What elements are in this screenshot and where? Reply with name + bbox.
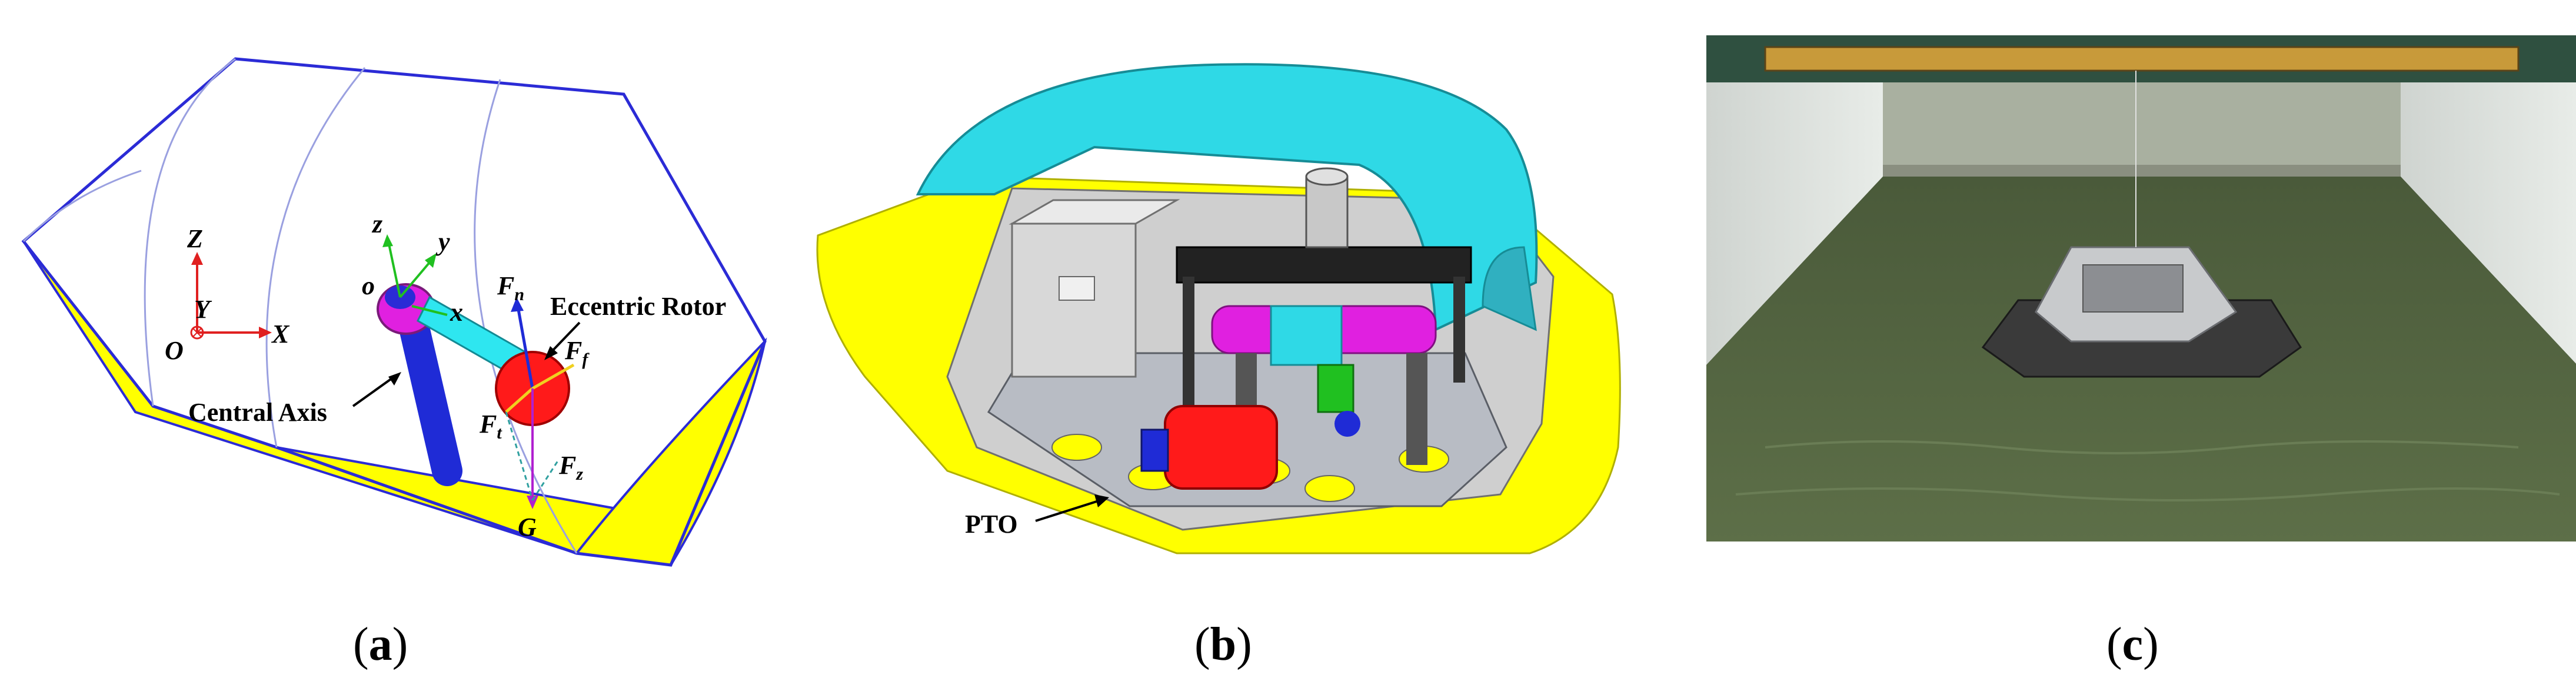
water-ripple-1	[1765, 440, 2519, 454]
overhead-bridge	[1764, 46, 2520, 72]
label-G: G	[518, 513, 537, 541]
callout-eccentric-rotor	[549, 321, 581, 354]
hull-arc-2	[265, 67, 366, 448]
canopy-window	[1482, 246, 1537, 331]
label-global-Z: Z	[187, 224, 203, 253]
callout-central-axis-head	[388, 372, 401, 386]
global-z-arrowhead	[191, 252, 203, 265]
local-y-axis	[399, 258, 434, 298]
plate-hole-4	[1304, 475, 1355, 502]
panel-a-drawing: Z Y O X z y o x Fn Ff Ft Fz	[21, 57, 767, 567]
label-central-axis: Central Axis	[188, 398, 327, 427]
label-Ff: Ff	[564, 336, 590, 369]
canopy	[916, 63, 1538, 332]
red-motor	[1164, 405, 1278, 490]
force-g-arrowhead	[527, 496, 538, 509]
label-local-y: y	[435, 227, 450, 256]
local-z-arrowhead	[382, 234, 393, 247]
motor-mount	[1140, 428, 1169, 472]
callout-central-axis	[352, 376, 395, 407]
force-ft-arrow	[505, 387, 534, 413]
central-axis-rod	[397, 303, 462, 486]
hull-arc-1	[144, 58, 236, 407]
force-fn-arrow	[516, 305, 534, 389]
local-z-axis	[387, 241, 401, 298]
label-global-X: X	[271, 320, 290, 348]
frame-leg-right	[1453, 277, 1465, 383]
wave-tank-photo	[1706, 35, 2576, 541]
water-ripple-2	[1735, 487, 2560, 501]
frame-leg-left	[1183, 277, 1194, 406]
label-Ft: Ft	[479, 410, 502, 443]
panel-b-cad-model: PTO (b)	[800, 0, 1695, 691]
top-cylinder	[1305, 175, 1349, 248]
cyan-linkage	[1270, 305, 1343, 366]
global-y-axis-symbol	[190, 325, 204, 340]
caption-a: (a)	[353, 619, 408, 670]
plate-hole-1	[1051, 434, 1102, 461]
label-eccentric-rotor: Eccentric Rotor	[550, 292, 726, 321]
label-global-O: O	[165, 336, 184, 365]
terminal-block	[1059, 276, 1095, 301]
label-local-z: z	[371, 210, 382, 238]
device-mid-band	[2082, 264, 2184, 313]
top-cylinder-cap	[1305, 167, 1349, 186]
panel-a-schematic: Z Y O X z y o x Fn Ff Ft Fz	[0, 0, 800, 691]
callout-eccentric-rotor-head	[544, 346, 558, 360]
callout-pto-head	[1094, 494, 1109, 507]
hull-arc-left	[22, 170, 142, 242]
back-wall	[1883, 82, 2401, 165]
panel-b-drawing: PTO	[816, 63, 1621, 554]
label-pto: PTO	[965, 510, 1018, 539]
global-y-cross-b	[192, 328, 202, 337]
label-Fn: Fn	[497, 271, 524, 304]
grey-housing-top	[1009, 199, 1180, 225]
support-column-2	[1406, 353, 1427, 465]
left-wall	[1706, 82, 1883, 365]
small-blue-part	[1334, 411, 1360, 437]
right-wall	[2401, 82, 2576, 364]
global-x-arrowhead	[259, 327, 272, 338]
hull-right-end	[574, 337, 767, 567]
callout-pto	[1035, 499, 1101, 522]
caption-b: (b)	[1194, 619, 1252, 670]
panel-c-photo: (c)	[1695, 0, 2576, 691]
local-y-arrowhead	[425, 253, 437, 268]
green-part	[1317, 364, 1354, 413]
local-x-axis	[411, 305, 448, 316]
caption-c: (c)	[2106, 619, 2159, 670]
force-dash-1	[505, 411, 534, 501]
label-global-Y: Y	[194, 295, 212, 324]
black-frame	[1176, 246, 1472, 284]
hull-arc-3	[474, 79, 578, 554]
label-local-o: o	[362, 271, 375, 300]
label-Fz: Fz	[558, 451, 583, 484]
force-ff-arrow	[531, 363, 575, 390]
label-local-x: x	[450, 298, 463, 327]
hull-outline	[21, 57, 767, 567]
force-fn-arrowhead	[511, 297, 524, 312]
